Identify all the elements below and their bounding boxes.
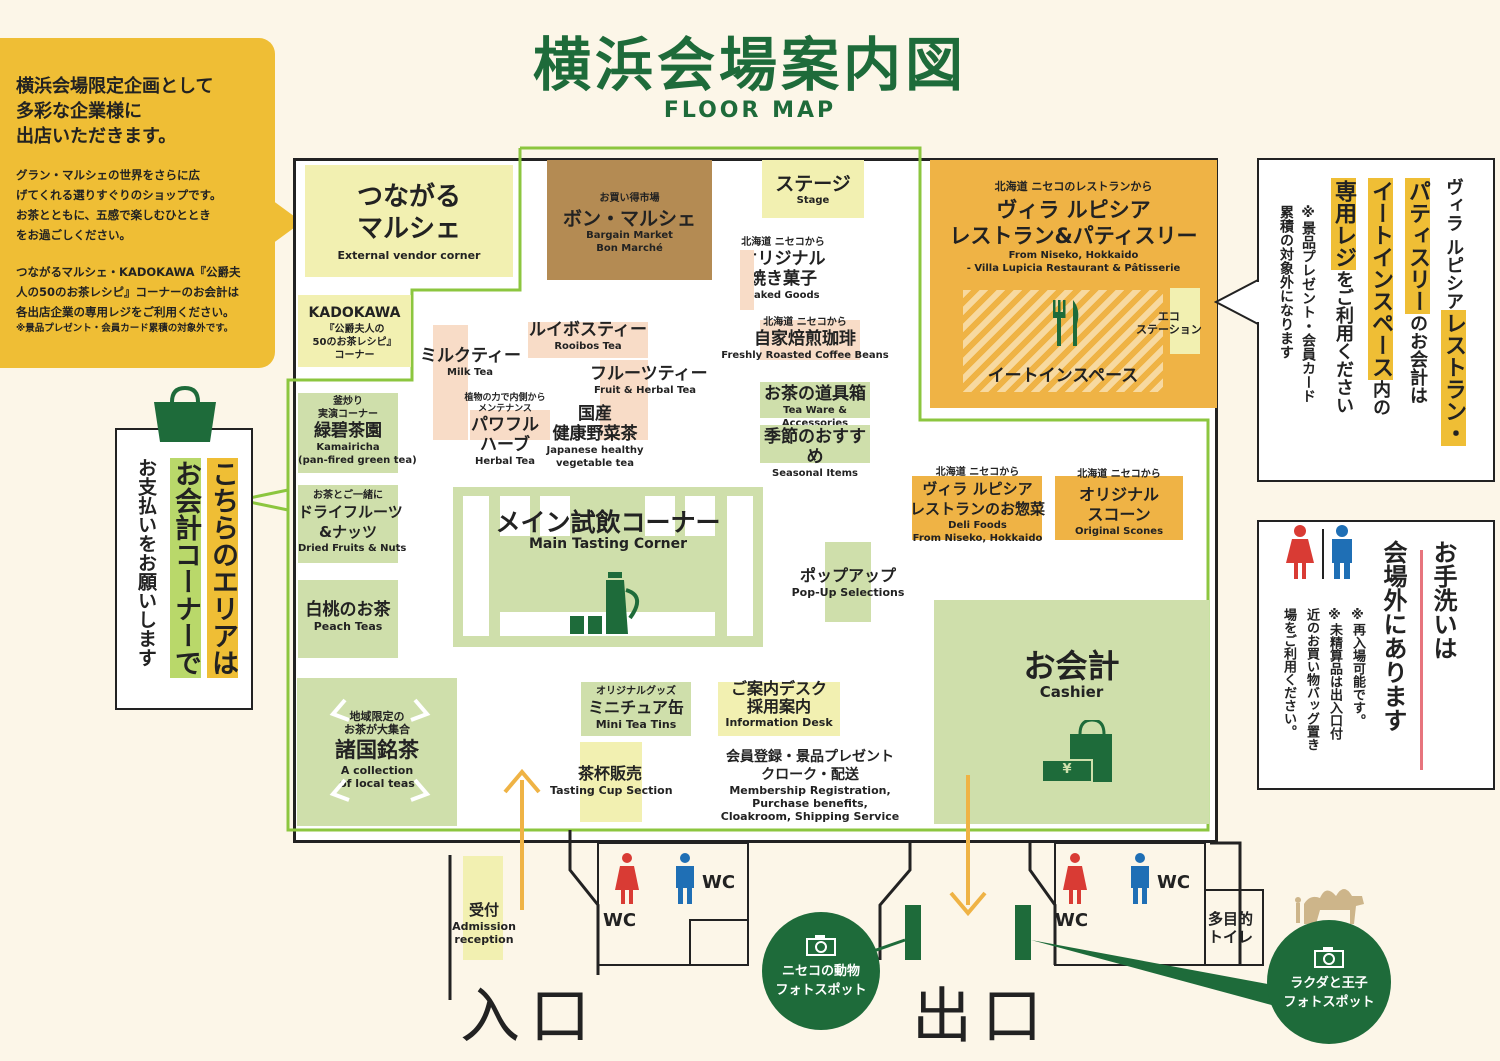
intro-footnote: ※景品プレゼント・会員カード累積の対象外です。 <box>16 323 234 334</box>
villa-note-line6: 累積の対象外になります <box>1278 205 1294 359</box>
popup-label: ポップアップ Pop-Up Selections <box>791 566 905 599</box>
intro-body-payment: つながるマルシェ・KADOKAWA『公爵夫人の50のお茶レシピ』コーナーのお会計… <box>16 265 241 319</box>
baked-goods-counter <box>740 250 754 310</box>
tasting-table <box>645 496 675 536</box>
yen-icon: ¥ <box>1062 762 1072 777</box>
booth-roasted-coffee[interactable]: 北海道 ニセコから 自家焙煎珈琲 Freshly Roasted Coffee … <box>721 317 889 361</box>
shelf-rooibos <box>528 322 648 358</box>
booth-rooibos[interactable]: ルイボスティー Rooibos Tea <box>529 320 647 352</box>
tasting-table <box>727 496 753 636</box>
eco-station[interactable] <box>1170 288 1200 354</box>
villa-note-line2: パティスリーのお会計は <box>1405 178 1430 404</box>
booth-popup[interactable] <box>825 542 871 622</box>
reception-label: 受付 Admission reception <box>452 901 516 946</box>
photo-spot-niseko[interactable]: ニセコの動物 フォトスポット <box>762 912 880 1030</box>
toilet-note-accent <box>1420 550 1423 770</box>
toilet-note-line2: 会場外にあります <box>1379 540 1407 732</box>
camel-prince-icon <box>1295 889 1364 924</box>
intro-body: グラン・マルシェの世界をさらに広げてくれる選りすぐりのショップです。お茶とともに… <box>16 168 222 242</box>
tasting-table <box>540 496 570 536</box>
page-subtitle: FLOOR MAP <box>663 98 837 123</box>
villa-note-line1: ヴィラ ルピシアレストラン・ <box>1441 178 1466 447</box>
local-teas-decoration <box>329 698 431 802</box>
booth-kadokawa[interactable]: KADOKAWA 『公爵夫人の 50のお茶レシピ』 コーナー <box>298 295 411 367</box>
tasting-table <box>500 496 530 536</box>
photo-spot-camel[interactable]: ラクダと王子 フォトスポット <box>1267 920 1391 1044</box>
admission-reception[interactable] <box>463 856 503 960</box>
teapot-icon <box>570 572 639 634</box>
information-desk[interactable]: ご案内デスク 採用案内 Information Desk <box>718 680 840 736</box>
booth-vegetable-tea[interactable]: 国産 健康野菜茶 Japanese healthy vegetable tea <box>546 404 644 469</box>
restroom-sign-icon <box>1286 525 1352 579</box>
woman-restroom-icon <box>1063 853 1087 904</box>
cashier-area[interactable]: お会計 Cashier <box>934 600 1209 824</box>
toilet-note-n2: ※未精算品は出入口付 <box>1327 608 1342 740</box>
wc-women-label: WC <box>603 910 637 931</box>
man-restroom-icon <box>676 853 694 904</box>
booth-original-scones[interactable]: 北海道 ニセコから オリジナル スコーン Original Scones <box>1055 469 1183 540</box>
membership-desk[interactable]: 会員登録・景品プレゼント クローク・配送 Membership Registra… <box>720 749 900 823</box>
camera-icon <box>806 935 836 956</box>
shelf-herb <box>470 410 550 440</box>
toilet-note-n4: 場をご利用ください。 <box>1281 608 1296 738</box>
booth-local-teas[interactable]: 地域限定の お茶が大集合 諸国銘茶 A collection of local … <box>297 678 457 826</box>
eco-station-label: エコステーション <box>1136 310 1202 336</box>
toilet-note-n1: ※再入場可能です。 <box>1350 608 1365 727</box>
woman-restroom-icon <box>615 853 639 904</box>
booth-tea-ware[interactable]: お茶の道具箱 Tea Ware & Accessories <box>760 382 870 429</box>
payment-callout-line1: こちらのエリアは <box>207 458 238 678</box>
eat-in-space[interactable]: イートインスペース <box>963 290 1163 392</box>
booth-milk-tea[interactable]: ミルクティー Milk Tea <box>420 346 521 378</box>
villa-note-line3: イートインスペース内の <box>1368 178 1393 416</box>
tasting-table <box>463 496 489 636</box>
shopping-bag-icon <box>1041 720 1112 783</box>
multipurpose-toilet: 多目的トイレ <box>1208 910 1254 946</box>
main-tasting-label: メイン試飲コーナー Main Tasting Corner <box>495 508 721 552</box>
wc-men-label: WC <box>1157 872 1191 893</box>
booth-mini-tins[interactable]: オリジナルグッズ ミニチュア缶 Mini Tea Tins <box>581 682 691 736</box>
booth-tasting-cup[interactable] <box>580 742 642 822</box>
coffee-counter <box>760 320 860 360</box>
booth-baked-goods[interactable]: 北海道 ニセコから オリジナル 焼き菓子 Baked Goods <box>740 237 826 301</box>
villa-callout-pointer <box>1214 278 1260 326</box>
intro-note <box>0 38 275 368</box>
shelf-milk <box>433 325 468 440</box>
entrance-label: 入口 <box>460 982 600 1052</box>
booth-tsunagaru-marche[interactable]: つながる マルシェ External vendor corner <box>305 165 513 277</box>
intro-headline: 横浜会場限定企画として多彩な企業様に出店いただきます。 <box>16 76 214 147</box>
fork-knife-icon <box>1053 300 1079 346</box>
booth-deli-foods[interactable] <box>912 476 1042 540</box>
wc-men-label: WC <box>702 872 736 893</box>
toilet-note-line1: お手洗いは <box>1429 540 1457 660</box>
page-title: 横浜会場案内図 <box>532 31 967 99</box>
booth-peach-teas[interactable]: 白桃のお茶 Peach Teas <box>298 580 398 658</box>
booth-bon-marche[interactable]: お買い得市場 ボン・マルシェ Bargain Market Bon Marché <box>547 160 712 280</box>
man-restroom-icon <box>1131 853 1149 904</box>
toilet-note-n3: 近のお買い物バッグ置き <box>1304 608 1319 751</box>
booth-kamairi[interactable]: 釜炒り 実演コーナー 緑碧茶園 Kamairicha (pan-fired gr… <box>298 393 417 473</box>
booth-dried-fruits[interactable]: お茶とご一緒に ドライフルーツ &ナッツ Dried Fruits & Nuts <box>298 485 406 563</box>
deli-foods-label: 北海道 ニセコから ヴィラ ルピシア レストランのお惣菜 Deli Foods … <box>909 467 1045 544</box>
wc-women-label: WC <box>1055 910 1089 931</box>
booth-fruit-tea[interactable]: フルーツティー Fruit & Herbal Tea <box>590 364 708 396</box>
payment-callout-line3: お支払いをお願いします <box>135 458 157 667</box>
camera-icon <box>1314 947 1344 968</box>
exit-label: 出口 <box>912 982 1052 1052</box>
villa-note-line4: 専用レジをご利用ください <box>1331 178 1356 414</box>
tasting-cup-label: 茶杯販売 Tasting Cup Section <box>550 764 673 797</box>
booth-stage[interactable]: ステージ Stage <box>762 160 864 218</box>
villa-note-line5: ※景品プレゼント・会員カード <box>1300 205 1316 403</box>
shelf-fruit <box>600 360 648 440</box>
payment-callout-line2: お会計コーナーで <box>170 458 201 678</box>
booth-seasonal[interactable]: 季節のおすすめ Seasonal Items <box>760 425 870 479</box>
tasting-table <box>685 496 715 536</box>
booth-powerful-herb[interactable]: 植物の力で内側から メンテナンス パワフル ハーブ Herbal Tea <box>464 393 546 467</box>
shopping-bag-icon <box>154 386 216 442</box>
